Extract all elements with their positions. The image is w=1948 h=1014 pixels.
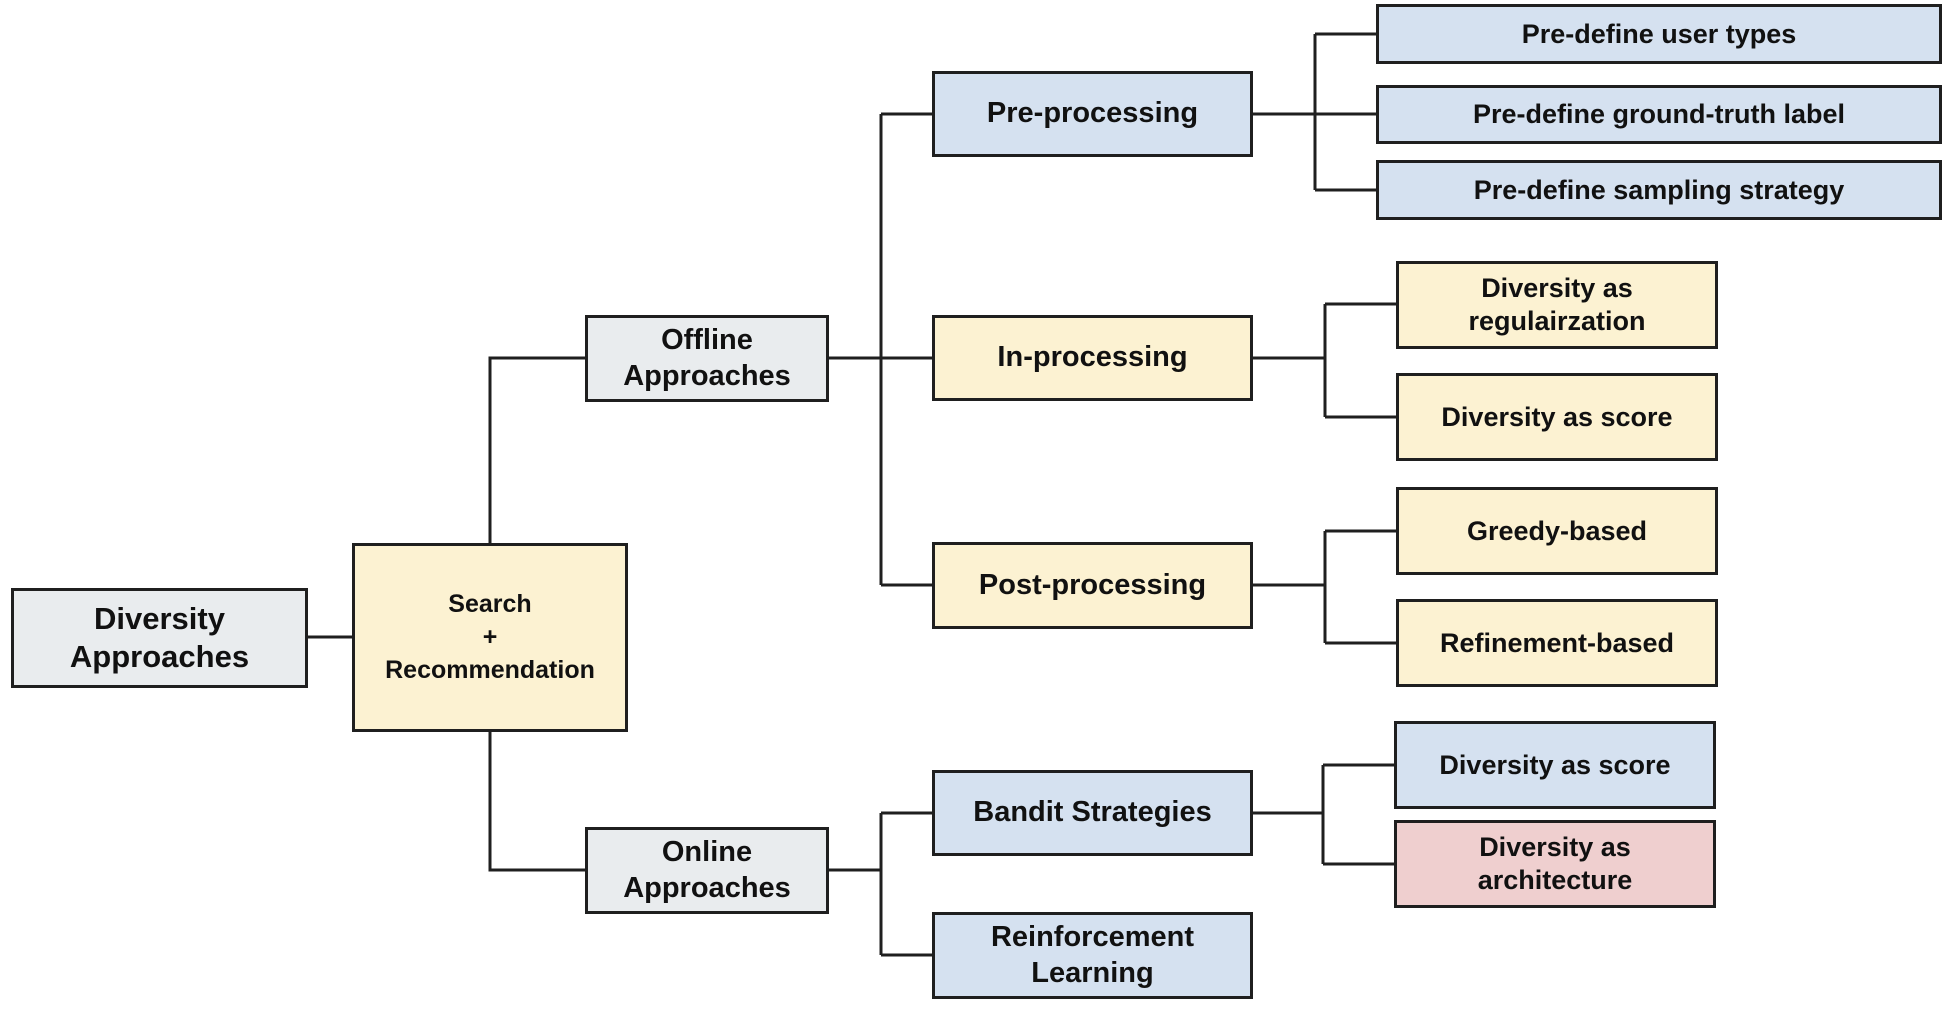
node-label: Online Approaches (623, 836, 791, 904)
node-label: Pre-define ground-truth label (1472, 99, 1845, 130)
node-label: Offline Approaches (623, 324, 791, 392)
node-pre-define-user-types: Pre-define user types (1376, 4, 1942, 64)
node-in-processing: In-processing (932, 315, 1253, 401)
node-label: Bandit Strategies (973, 796, 1212, 829)
node-diversity-approaches: Diversity Approaches (11, 588, 308, 688)
node-diversity-as-regularization: Diversity as regulairzation (1396, 261, 1718, 349)
node-label: Greedy-based (1466, 515, 1648, 546)
node-pre-define-ground-truth-label: Pre-define ground-truth label (1376, 85, 1942, 144)
node-label: Refinement-based (1439, 627, 1675, 658)
node-offline-approaches: Offline Approaches (585, 315, 829, 402)
node-label: In-processing (997, 341, 1188, 374)
node-diversity-as-score-bandit: Diversity as score (1394, 721, 1716, 809)
node-reinforcement-learning: Reinforcement Learning (932, 912, 1253, 999)
node-post-processing: Post-processing (932, 542, 1253, 629)
node-label: Reinforcement Learning (990, 921, 1195, 989)
node-label: Search + Recommendation (385, 590, 595, 684)
node-pre-processing: Pre-processing (932, 71, 1253, 157)
node-greedy-based: Greedy-based (1396, 487, 1718, 575)
node-bandit-strategies: Bandit Strategies (932, 770, 1253, 856)
edge-search-online (488, 732, 585, 872)
node-label: Pre-processing (986, 97, 1199, 130)
node-label: Pre-define user types (1521, 18, 1797, 49)
node-diversity-as-architecture: Diversity as architecture (1394, 820, 1716, 908)
node-diversity-as-score-in: Diversity as score (1396, 373, 1718, 461)
node-label: Pre-define sampling strategy (1473, 174, 1845, 205)
node-pre-define-sampling-strategy: Pre-define sampling strategy (1376, 160, 1942, 220)
node-label: Post-processing (978, 568, 1207, 601)
node-label: Diversity as regulairzation (1468, 273, 1646, 336)
node-online-approaches: Online Approaches (585, 827, 829, 914)
node-refinement-based: Refinement-based (1396, 599, 1718, 687)
node-label: Diversity as score (1441, 401, 1673, 432)
node-label: Diversity Approaches (69, 601, 250, 674)
edge-search-offline (488, 356, 585, 543)
node-label: Diversity as score (1439, 749, 1671, 780)
node-search-recommendation: Search + Recommendation (352, 543, 628, 732)
node-label: Diversity as architecture (1477, 832, 1633, 895)
